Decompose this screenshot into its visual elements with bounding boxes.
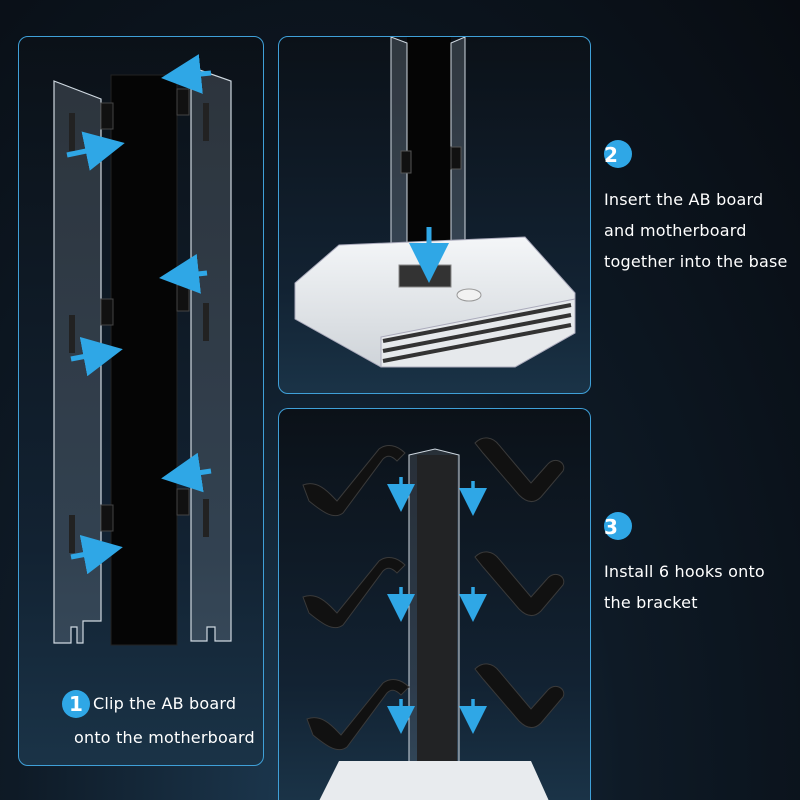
- step2-illustration: [294, 37, 576, 368]
- hook: [302, 557, 406, 629]
- right-acrylic-plate: [190, 66, 232, 642]
- step1-illustration: [53, 54, 232, 646]
- step3-caption: 3 Install 6 hooks onto the bracket: [604, 512, 800, 618]
- hook: [474, 437, 565, 502]
- hook: [306, 679, 410, 751]
- step1-number-badge: 1: [62, 690, 90, 718]
- step2-caption: 2 Insert the AB board and motherboard to…: [604, 140, 800, 277]
- step2-number-badge: 2: [604, 140, 632, 168]
- step2-line1: Insert the AB board: [604, 190, 764, 209]
- step2-illustration-panel: [278, 36, 591, 394]
- arrow-left-icon: [161, 54, 212, 94]
- left-acrylic-plate: [53, 80, 102, 644]
- arrow-left-icon: [161, 452, 212, 493]
- step2-line3: together into the base: [604, 252, 788, 271]
- step1-illustration-panel: [18, 36, 264, 766]
- step2-line2: and motherboard: [604, 221, 747, 240]
- arrow-right-icon: [70, 336, 123, 377]
- step3-line1: Install 6 hooks onto: [604, 562, 765, 581]
- hook: [474, 551, 565, 616]
- motherboard: [110, 74, 178, 646]
- hook: [302, 445, 406, 517]
- step3-illustration: [302, 437, 565, 800]
- step1-line2: onto the motherboard: [74, 728, 255, 747]
- step3-line2: the bracket: [604, 593, 698, 612]
- step3-illustration-panel: [278, 408, 591, 800]
- arrow-right-icon: [66, 131, 125, 171]
- step1-line1: Clip the AB board: [93, 694, 237, 713]
- arrow-right-icon: [70, 534, 123, 575]
- step3-number-badge: 3: [604, 512, 632, 540]
- hook: [474, 663, 565, 728]
- arrow-left-icon: [159, 253, 208, 294]
